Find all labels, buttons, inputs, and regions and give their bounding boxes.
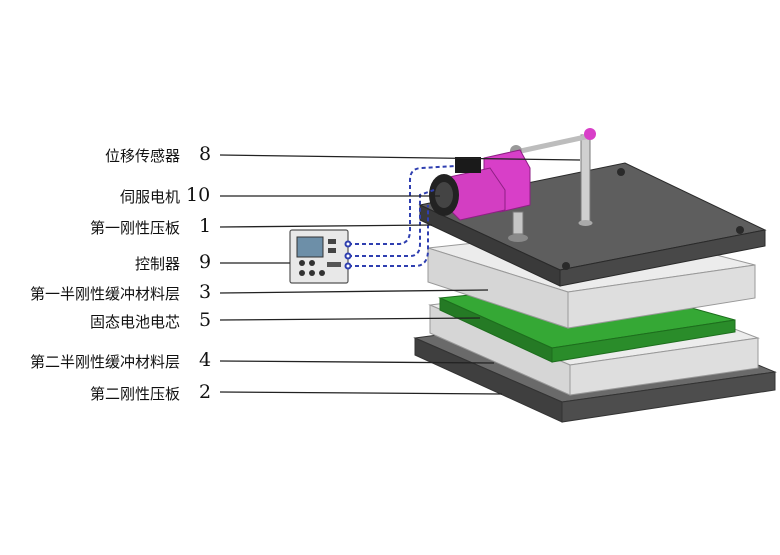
number-displacement-sensor: 8 xyxy=(199,143,212,165)
label-controller: 控制器 xyxy=(134,255,180,273)
leader-lines xyxy=(219,154,581,395)
label-first-semi-rigid-buffer: 第一半刚性缓冲材料层 xyxy=(29,285,180,303)
number-controller: 9 xyxy=(199,251,212,273)
controller-shape xyxy=(289,229,349,284)
number-second-semi-rigid-buffer: 4 xyxy=(199,349,212,371)
number-first-rigid-plate: 1 xyxy=(199,215,212,237)
number-second-rigid-plate: 2 xyxy=(199,381,212,403)
label-first-rigid-plate: 第一刚性压板 xyxy=(89,219,180,237)
label-displacement-sensor: 位移传感器 xyxy=(104,147,180,165)
label-solid-state-battery-cell: 固态电池电芯 xyxy=(89,313,180,331)
signal-wires xyxy=(344,165,456,270)
number-servo-motor: 10 xyxy=(186,184,211,206)
number-solid-state-battery-cell: 5 xyxy=(199,309,212,331)
label-second-semi-rigid-buffer: 第二半刚性缓冲材料层 xyxy=(29,353,180,371)
label-second-rigid-plate: 第二刚性压板 xyxy=(89,385,180,403)
label-servo-motor: 伺服电机 xyxy=(119,188,180,206)
servo-motor-shape xyxy=(429,149,531,242)
number-first-semi-rigid-buffer: 3 xyxy=(199,281,212,303)
